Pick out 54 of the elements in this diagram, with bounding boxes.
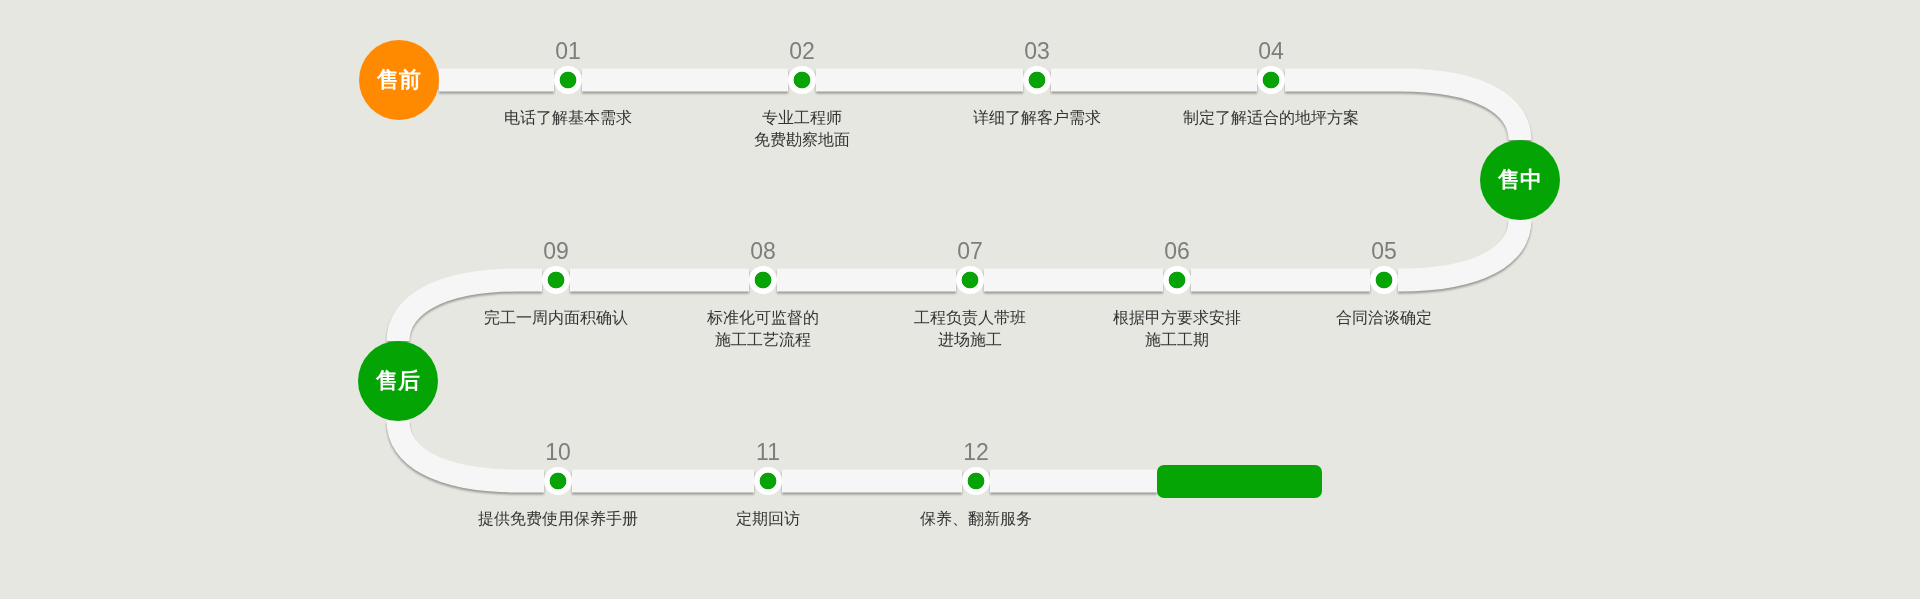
- step-dot-icon: [754, 467, 782, 495]
- step-dot-icon: [1163, 266, 1191, 294]
- step-number: 12: [963, 439, 989, 465]
- step-dot-icon: [1257, 66, 1285, 94]
- track-connector: [816, 68, 1023, 92]
- step-number: 11: [756, 439, 780, 465]
- track-connector: [439, 68, 554, 92]
- step-caption: 制定了解适合的地坪方案: [1183, 108, 1359, 128]
- step-caption: 合同洽谈确定: [1336, 308, 1432, 328]
- stage-circle: 售中: [1480, 140, 1560, 220]
- track-connector: [572, 469, 754, 493]
- step-dot-icon: [956, 266, 984, 294]
- step-dot-icon: [544, 467, 572, 495]
- track-connector: [386, 419, 544, 493]
- step-number: 09: [543, 238, 569, 264]
- step-caption: 电话了解基本需求: [504, 108, 632, 128]
- step-caption: 专业工程师免费勘察地面: [754, 108, 850, 150]
- step-number: 01: [555, 38, 581, 64]
- track-connector: [1191, 268, 1370, 292]
- track-connector: [782, 469, 962, 493]
- end-bar: [1157, 465, 1322, 498]
- step-number: 05: [1371, 238, 1397, 264]
- track-connector: [777, 268, 956, 292]
- step-number: 04: [1258, 38, 1284, 64]
- step-dot-icon: [542, 266, 570, 294]
- step-dot-icon: [962, 467, 990, 495]
- step-caption: 详细了解客户需求: [973, 108, 1101, 128]
- track-connector: [1051, 68, 1257, 92]
- step-dot-icon: [1023, 66, 1051, 94]
- step-caption: 完工一周内面积确认: [484, 308, 628, 328]
- step-number: 07: [957, 238, 983, 264]
- track-connector: [984, 268, 1163, 292]
- step-number: 06: [1164, 238, 1190, 264]
- step-caption: 提供免费使用保养手册: [478, 509, 638, 529]
- step-dot-icon: [554, 66, 582, 94]
- track-connector: [990, 469, 1157, 493]
- track-connector: [386, 268, 542, 343]
- track-connector: [582, 68, 788, 92]
- step-caption: 根据甲方要求安排施工工期: [1113, 308, 1241, 350]
- step-number: 08: [750, 238, 776, 264]
- stage-circle: 售前: [359, 40, 439, 120]
- step-caption: 标准化可监督的施工工艺流程: [707, 308, 819, 350]
- step-number: 02: [789, 38, 815, 64]
- step-number: 03: [1024, 38, 1050, 64]
- step-dot-icon: [788, 66, 816, 94]
- track-connector: [1285, 68, 1532, 142]
- step-caption: 定期回访: [736, 509, 800, 529]
- stage-circle: 售后: [358, 341, 438, 421]
- step-number: 10: [545, 439, 571, 465]
- step-dot-icon: [749, 266, 777, 294]
- step-dot-icon: [1370, 266, 1398, 294]
- step-caption: 工程负责人带班进场施工: [914, 308, 1026, 350]
- step-caption: 保养、翻新服务: [920, 509, 1032, 529]
- track-connector: [570, 268, 749, 292]
